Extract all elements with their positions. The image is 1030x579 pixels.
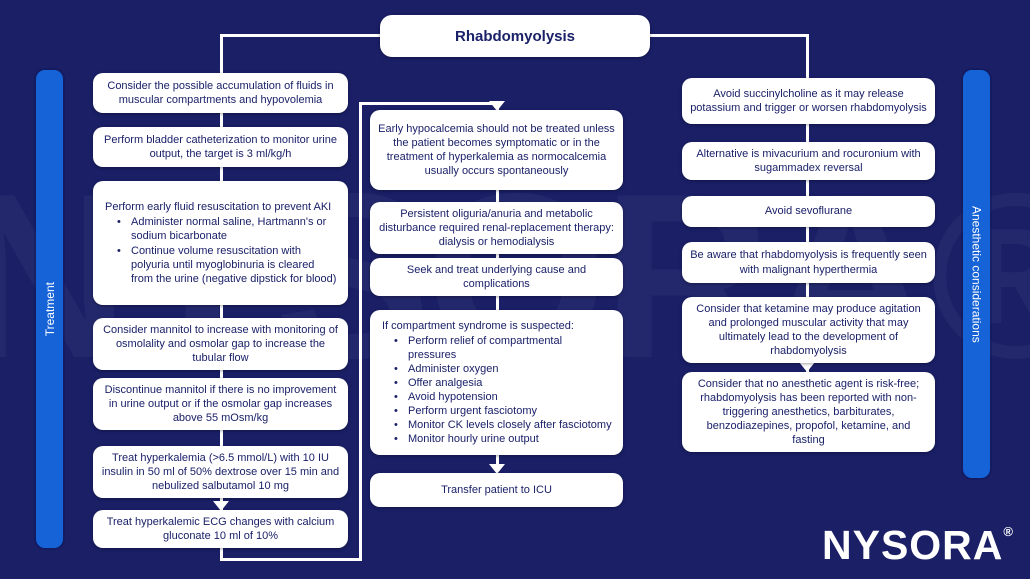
box-bladder-catheterization: Perform bladder catheterization to monit… bbox=[93, 127, 348, 167]
box-hyperkalemic-ecg: Treat hyperkalemic ECG changes with calc… bbox=[93, 510, 348, 549]
nysora-logo: NYSORA® bbox=[822, 522, 1014, 569]
box-text: Be aware that rhabdomyolysis is frequent… bbox=[690, 249, 927, 276]
box-text: Avoid sevoflurane bbox=[764, 205, 853, 218]
arrow-down-into-hypocalcemia bbox=[489, 101, 505, 111]
box-text: Perform bladder catheterization to monit… bbox=[104, 133, 337, 160]
box-renal-replacement: Persistent oliguria/anuria and metabolic… bbox=[370, 202, 623, 255]
nysora-logo-text: NYSORA bbox=[821, 522, 1004, 568]
box-text: Consider the possible accumulation of fl… bbox=[107, 79, 334, 106]
bullet-item: Monitor hourly urine output bbox=[392, 432, 613, 446]
connector-title-to-left bbox=[220, 34, 380, 37]
sidebar-anesthetic-considerations: Anesthetic considerations bbox=[963, 70, 990, 478]
box-text: Avoid succinylcholine as it may release … bbox=[690, 87, 927, 114]
arrow-down-into-no-agent bbox=[799, 362, 815, 372]
bullet-item: Perform urgent fasciotomy bbox=[392, 404, 613, 418]
box-text: Seek and treat underlying cause and comp… bbox=[406, 264, 587, 291]
box-fluid-accumulation: Consider the possible accumulation of fl… bbox=[93, 73, 348, 113]
box-avoid-succinylcholine: Avoid succinylcholine as it may release … bbox=[682, 78, 935, 124]
bullet-item: Continue volume resuscitation with polyu… bbox=[115, 244, 338, 286]
page-title: Rhabdomyolysis bbox=[380, 15, 650, 57]
sidebar-anesthetic-label: Anesthetic considerations bbox=[969, 205, 984, 343]
box-no-agent-risk-free: Consider that no anesthetic agent is ris… bbox=[682, 372, 935, 453]
box-discontinue-mannitol: Discontinue mannitol if there is no impr… bbox=[93, 378, 348, 431]
box-underlying-cause: Seek and treat underlying cause and comp… bbox=[370, 258, 623, 297]
box-text: Consider mannitol to increase with monit… bbox=[103, 324, 338, 365]
box-mannitol: Consider mannitol to increase with monit… bbox=[93, 318, 348, 371]
arrow-down-into-icu bbox=[489, 464, 505, 474]
bullet-item: Perform relief of compartmental pressure… bbox=[392, 334, 613, 362]
box-avoid-sevoflurane: Avoid sevoflurane bbox=[682, 196, 935, 227]
bullet-item: Administer normal saline, Hartmann's or … bbox=[115, 215, 338, 243]
connector-title-to-right bbox=[650, 34, 808, 37]
page-title-label: Rhabdomyolysis bbox=[454, 27, 576, 45]
connector-return-riser bbox=[359, 102, 362, 561]
box-compartment-syndrome: If compartment syndrome is suspected: Pe… bbox=[370, 310, 623, 455]
bullet-item: Offer analgesia bbox=[392, 376, 613, 390]
sidebar-treatment: Treatment bbox=[36, 70, 63, 548]
connector-bottom-return bbox=[220, 558, 362, 561]
sidebar-treatment-label: Treatment bbox=[42, 281, 57, 337]
box-early-hypocalcemia: Early hypocalcemia should not be treated… bbox=[370, 110, 623, 190]
box-text: Consider that no anesthetic agent is ris… bbox=[697, 378, 920, 447]
box-fluid-resuscitation: Perform early fluid resuscitation to pre… bbox=[93, 181, 348, 305]
connector-to-middle bbox=[359, 102, 499, 105]
box-text: Perform early fluid resuscitation to pre… bbox=[105, 201, 332, 214]
box-text: Alternative is mivacurium and rocuronium… bbox=[696, 148, 921, 175]
registered-mark: ® bbox=[1003, 524, 1014, 539]
box-treat-hyperkalemia: Treat hyperkalemia (>6.5 mmol/L) with 10… bbox=[93, 446, 348, 499]
box-text: Treat hyperkalemic ECG changes with calc… bbox=[106, 516, 335, 543]
bullet-list: Administer normal saline, Hartmann's or … bbox=[105, 215, 338, 285]
bullet-list: Perform relief of compartmental pressure… bbox=[382, 334, 613, 447]
box-text: Treat hyperkalemia (>6.5 mmol/L) with 10… bbox=[101, 452, 340, 493]
box-text: Transfer patient to ICU bbox=[441, 483, 552, 496]
box-ketamine-agitation: Consider that ketamine may produce agita… bbox=[682, 297, 935, 364]
box-text: If compartment syndrome is suspected: bbox=[382, 319, 574, 332]
box-transfer-icu: Transfer patient to ICU bbox=[370, 473, 623, 507]
bullet-item: Monitor CK levels closely after fascioto… bbox=[392, 418, 613, 432]
box-text: Consider that ketamine may produce agita… bbox=[696, 303, 921, 358]
bullet-item: Administer oxygen bbox=[392, 362, 613, 376]
box-text: Persistent oliguria/anuria and metabolic… bbox=[379, 208, 614, 249]
box-text: Early hypocalcemia should not be treated… bbox=[378, 122, 615, 178]
arrow-down-into-ecg-changes bbox=[213, 501, 229, 511]
bullet-item: Avoid hypotension bbox=[392, 390, 613, 404]
box-mivacurium-rocuronium: Alternative is mivacurium and rocuronium… bbox=[682, 142, 935, 181]
box-text: Discontinue mannitol if there is no impr… bbox=[104, 384, 337, 425]
box-malignant-hyperthermia: Be aware that rhabdomyolysis is frequent… bbox=[682, 242, 935, 283]
